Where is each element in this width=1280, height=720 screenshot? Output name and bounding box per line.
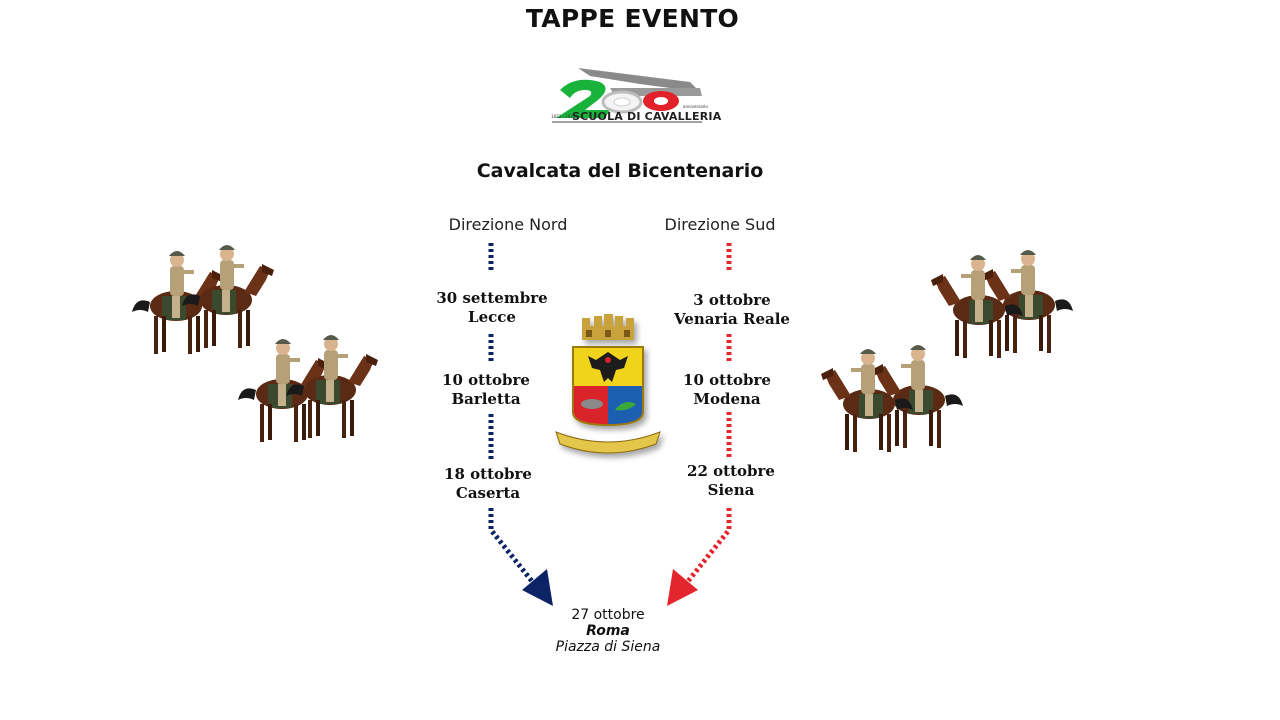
- north-route: [488, 243, 537, 587]
- stop-date: 10 ottobre: [442, 371, 530, 389]
- subtitle: Cavalcata del Bicentenario: [476, 160, 764, 182]
- stop-city: Modena: [693, 390, 761, 408]
- final-place: Piazza di Siena: [555, 639, 661, 655]
- final-date: 27 ottobre: [571, 607, 645, 623]
- south-direction-label: Direzione Sud: [664, 215, 776, 234]
- south-stop: 3 ottobre Venaria Reale: [652, 291, 812, 329]
- logo-anniversary: anniversario: [683, 104, 708, 109]
- stop-date: 3 ottobre: [693, 291, 771, 309]
- final-destination: 27 ottobre Roma Piazza di Siena: [508, 607, 708, 655]
- stop-date: 10 ottobre: [683, 371, 771, 389]
- south-arrowhead: [667, 569, 698, 606]
- stop-date: 18 ottobre: [444, 465, 532, 483]
- stop-date: 30 settembre: [436, 289, 548, 307]
- stop-city: Barletta: [451, 390, 521, 408]
- south-route: [683, 243, 732, 587]
- north-direction-label: Direzione Nord: [448, 215, 568, 234]
- stop-date: 22 ottobre: [687, 462, 775, 480]
- final-city: Roma: [586, 623, 630, 639]
- stop-city: Siena: [707, 481, 755, 499]
- south-stop: 10 ottobre Modena: [647, 371, 807, 409]
- riders-right: [821, 250, 1073, 452]
- page-title: TAPPE EVENTO: [525, 4, 740, 33]
- stop-city: Lecce: [468, 308, 516, 326]
- north-stop: 30 settembre Lecce: [412, 289, 572, 327]
- north-arrowhead: [522, 569, 553, 606]
- south-stop: 22 ottobre Siena: [651, 462, 811, 500]
- riders-left: [132, 245, 378, 442]
- logo-years: 1823 - 2023: [551, 114, 576, 119]
- north-stop: 18 ottobre Caserta: [408, 465, 568, 503]
- north-stop: 10 ottobre Barletta: [406, 371, 566, 409]
- logo-text: SCUOLA DI CAVALLERIA: [572, 110, 722, 123]
- stop-city: Caserta: [455, 484, 521, 502]
- stop-city: Venaria Reale: [674, 310, 790, 328]
